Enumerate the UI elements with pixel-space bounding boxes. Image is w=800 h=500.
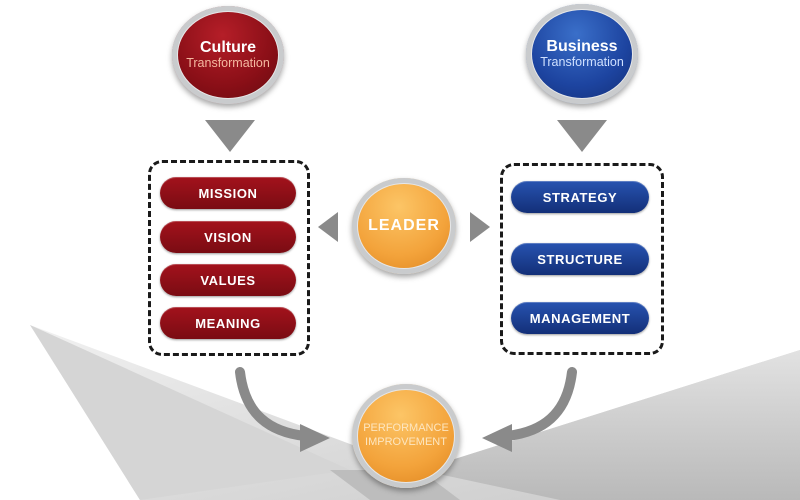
culture-title: Culture	[200, 38, 256, 56]
culture-item-meaning: MEANING	[160, 307, 296, 339]
right-arrow-leader	[470, 212, 490, 242]
business-subtitle: Transformation	[540, 55, 624, 70]
leader-circle: LEADER	[352, 178, 456, 274]
business-items-group	[500, 163, 664, 355]
business-transformation-circle: Business Transformation	[526, 4, 638, 104]
culture-item-vision: VISION	[160, 221, 296, 253]
business-item-strategy: STRATEGY	[511, 181, 649, 213]
performance-line-1: PERFORMANCE	[363, 422, 449, 435]
left-arrow-leader	[318, 212, 338, 242]
curved-arrow-right	[482, 367, 577, 452]
down-arrow-business	[557, 120, 607, 152]
performance-improvement-circle: PERFORMANCE IMPROVEMENT	[352, 384, 460, 488]
business-item-management: MANAGEMENT	[511, 302, 649, 334]
culture-transformation-circle: Culture Transformation	[172, 6, 284, 104]
culture-subtitle: Transformation	[186, 56, 270, 71]
business-title: Business	[546, 37, 618, 55]
culture-item-mission: MISSION	[160, 177, 296, 209]
curved-arrow-left	[235, 367, 330, 452]
culture-item-values: VALUES	[160, 264, 296, 296]
culture-items-group	[148, 160, 310, 356]
business-item-structure: STRUCTURE	[511, 243, 649, 275]
down-arrow-culture	[205, 120, 255, 152]
performance-line-2: IMPROVEMENT	[365, 436, 447, 448]
leader-label: LEADER	[368, 217, 440, 235]
